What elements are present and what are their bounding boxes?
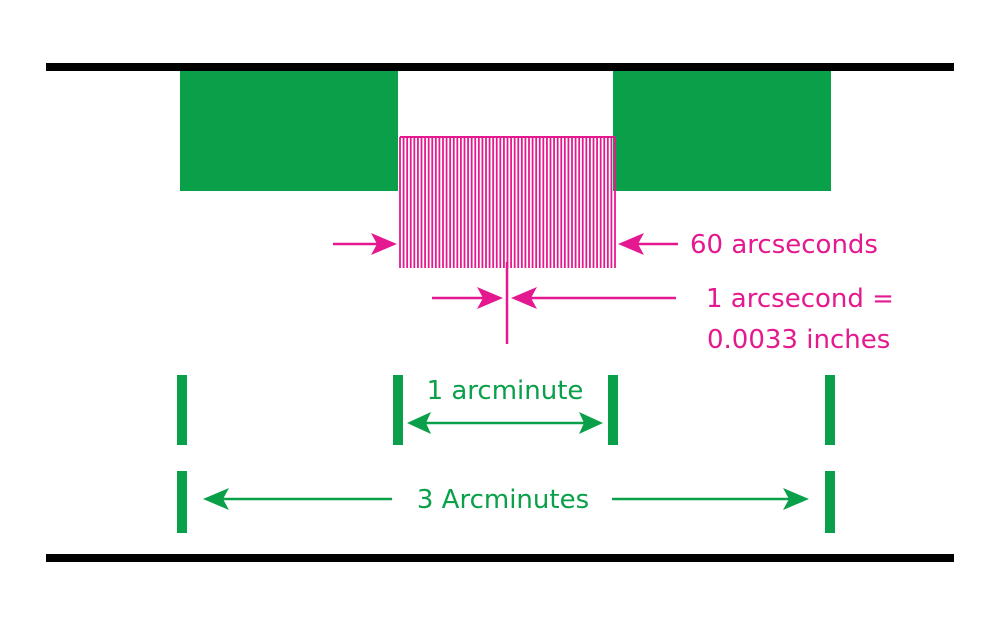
label-three-arcminutes: 3 Arcminutes [417,485,589,515]
sixty-arcseconds-arrows [333,233,678,255]
top-rule [46,63,954,71]
label-sixty-arcseconds: 60 arcseconds [690,230,878,260]
tick-bar-center-right [608,375,618,445]
one-arcminute-arrow [407,412,603,434]
label-one-arcsecond-line2: 0.0033 inches [707,325,890,355]
tick-bar-right-lower [825,471,835,533]
green-block-right [613,71,831,191]
tick-bar-left-upper [177,375,187,445]
arcsecond-hatch [399,136,616,268]
one-arcsecond-marker [432,262,676,344]
three-arcminutes-arrows [203,488,809,510]
tick-bar-center-left [393,375,403,445]
label-one-arcminute: 1 arcminute [427,376,584,406]
green-block-left [180,71,398,191]
bottom-rule [46,554,954,562]
tick-bar-right-upper [825,375,835,445]
tick-bar-left-lower [177,471,187,533]
label-one-arcsecond-line1: 1 arcsecond = [706,284,894,314]
